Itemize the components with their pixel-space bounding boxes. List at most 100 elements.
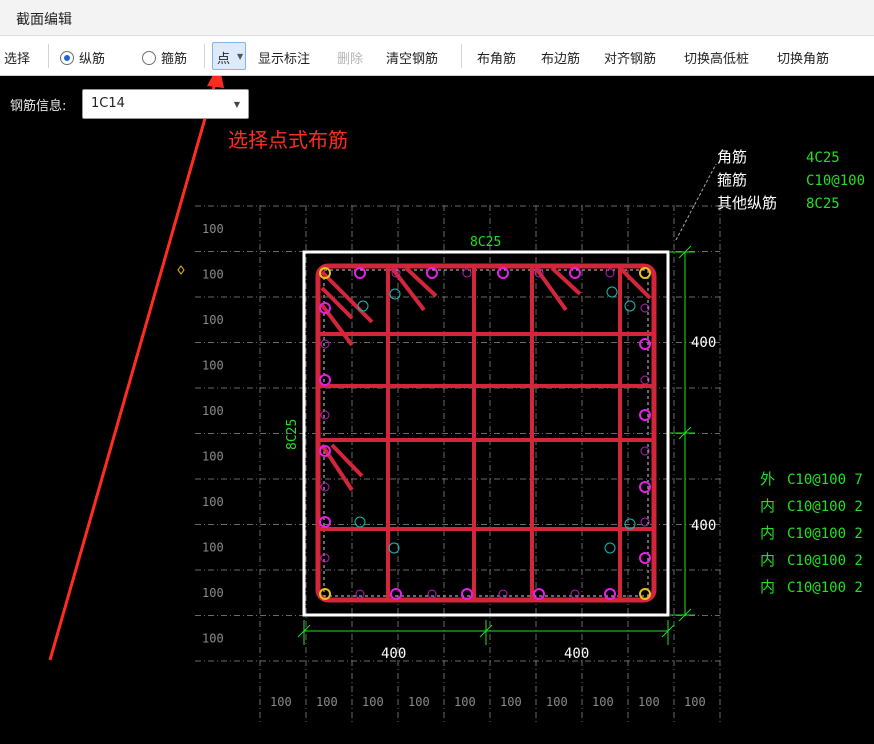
rebar-info-select[interactable]: 1C14 ▼ (82, 89, 249, 119)
point-mode-dropdown[interactable]: 点 ▼ (212, 42, 246, 70)
stirrup-list-prefix: 内 (760, 551, 775, 569)
grid-label-bottom: 100 (684, 695, 706, 709)
longitudinal-rebar (498, 589, 508, 599)
clear-rebar-button[interactable]: 清空钢筋 (386, 52, 439, 67)
delete-button[interactable]: 删除 (337, 52, 364, 67)
corner-rebar (639, 267, 651, 279)
longitudinal-rebar (320, 410, 330, 420)
leader-line (675, 163, 717, 241)
switch-corner-button[interactable]: 切换角筋 (777, 52, 830, 67)
stirrup-list-spec: C10@100 2 (787, 553, 863, 569)
dimension-tick (661, 624, 675, 638)
dimension-tick (297, 624, 311, 638)
longitudinal-radio[interactable]: 纵筋 (60, 48, 105, 67)
longitudinal-rebar (319, 516, 331, 528)
longitudinal-rebar (569, 267, 581, 279)
column-section: 8C25 8C25 (285, 235, 670, 617)
annotation-arrow (48, 76, 224, 661)
longitudinal-rebar (605, 268, 615, 278)
chevron-down-icon: ▼ (237, 52, 244, 61)
rebar-info-label: 钢筋信息: (10, 99, 67, 114)
show-labels-button[interactable]: 显示标注 (258, 52, 311, 67)
rebar-position-marker (604, 542, 616, 554)
dimension-label-right: 400 (691, 518, 716, 534)
longitudinal-rebar (320, 553, 330, 563)
grid-label-bottom: 100 (454, 695, 476, 709)
rebar-position-marker (624, 300, 636, 312)
stirrup-list-prefix: 外 (760, 470, 775, 488)
grid-label-bottom: 100 (638, 695, 660, 709)
grid-label-left: 100 (202, 404, 224, 418)
stirrup-radio[interactable]: 箍筋 (142, 48, 187, 67)
longitudinal-rebar (462, 268, 472, 278)
dimension-tick (678, 426, 692, 440)
stirrup-hook (404, 266, 438, 298)
rebar-position-marker (606, 286, 618, 298)
legend-value: C10@100 (806, 173, 865, 189)
longitudinal-rebar (461, 588, 473, 600)
toolbar: 选择 纵筋 箍筋 点 ▼ 显示标注 删除 清空钢筋 布角筋 布边筋 对齐钢筋 切… (0, 36, 874, 76)
legend-name: 其他纵筋 (717, 194, 777, 212)
stirrup-list-spec: C10@100 2 (787, 499, 863, 515)
toolbar-separator (461, 44, 462, 68)
grid-label-bottom: 100 (500, 695, 522, 709)
longitudinal-rebar (391, 268, 401, 278)
align-rebar-button[interactable]: 对齐钢筋 (604, 52, 657, 67)
toolbar-separator (48, 44, 49, 68)
corner-rebar (319, 588, 331, 600)
grid-label-bottom: 100 (270, 695, 292, 709)
legend-value: 4C25 (806, 150, 840, 166)
construction-grid (195, 205, 721, 725)
point-mode-label: 点 (217, 52, 231, 67)
grid-labels: 100 100 100 100 100 100 100 100 100 100 100 100 100 1… (177, 222, 706, 709)
stirrup-hook (320, 443, 354, 492)
corner-rebar (639, 588, 651, 600)
stirrup-hook (330, 443, 364, 478)
longitudinal-rebar (320, 339, 330, 349)
dimension-label-right: 400 (691, 335, 716, 351)
dimension-label-bottom: 400 (381, 646, 406, 662)
grid-label-bottom: 100 (316, 695, 338, 709)
longitudinal-rebar (604, 588, 616, 600)
concrete-cover-line (323, 269, 649, 597)
left-rebar-label: 8C25 (285, 419, 300, 450)
rebar-info-value: 1C14 (91, 96, 125, 111)
rebar-position-marker (357, 300, 369, 312)
longitudinal-rebar (640, 517, 650, 527)
stirrup-hook (534, 266, 568, 312)
longitudinal-label: 纵筋 (79, 52, 106, 67)
longitudinal-rebar (640, 446, 650, 456)
grid-label-left: 100 (202, 359, 224, 373)
grid-label-left: 100 (202, 268, 224, 282)
edge-rebar-button[interactable]: 布边筋 (541, 52, 581, 67)
stirrup-hook (390, 266, 426, 312)
longitudinal-rebar (639, 552, 651, 564)
top-rebar-label: 8C25 (470, 235, 501, 250)
grid-label-left: 100 (202, 313, 224, 327)
outer-stirrup (315, 263, 657, 603)
grid-label-bottom: 100 (592, 695, 614, 709)
drawing-canvas[interactable]: 100 100 100 100 100 100 100 100 100 100 100 100 100 1… (0, 76, 874, 744)
longitudinal-rebar (320, 482, 330, 492)
rebar-position-marker (354, 516, 366, 528)
dimension-tick (678, 245, 692, 259)
section-outline (302, 250, 670, 617)
stirrup-list-spec: C10@100 7 (787, 472, 863, 488)
corner-rebar-button[interactable]: 布角筋 (477, 52, 517, 67)
grid-label-left: 100 (202, 495, 224, 509)
grid-label-left: 100 (202, 541, 224, 555)
longitudinal-rebar (639, 338, 651, 350)
snap-marker-icon (177, 265, 185, 275)
stirrup-list-prefix: 内 (760, 524, 775, 542)
legend-name: 角筋 (717, 148, 747, 166)
legend-value: 8C25 (806, 196, 840, 212)
annotation-text: 选择点式布筋 (228, 128, 348, 152)
stirrup-hook (320, 286, 354, 320)
longitudinal-rebar (319, 374, 331, 386)
switch-pile-button[interactable]: 切换高低桩 (684, 52, 750, 67)
longitudinal-rebar (426, 267, 438, 279)
stirrup-hook (618, 266, 652, 300)
select-tool[interactable]: 选择 (4, 52, 31, 67)
grid-label-left: 100 (202, 586, 224, 600)
